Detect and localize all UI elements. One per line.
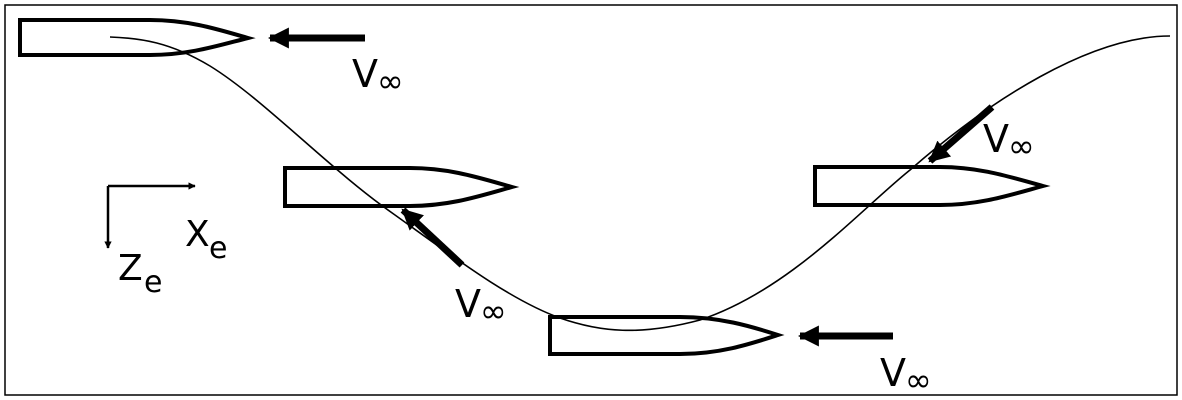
velocity-label-1: V ∞ bbox=[352, 52, 404, 100]
velocity-label-3: V ∞ bbox=[983, 117, 1035, 165]
trajectory-curve bbox=[109, 35, 1171, 332]
x-axis-label: X e bbox=[185, 214, 227, 266]
coordinate-axes: X e Z e bbox=[104, 182, 227, 300]
velocity-label-4-main: V bbox=[880, 351, 906, 395]
velocity-arrow-3 bbox=[927, 104, 995, 164]
velocity-label-1-main: V bbox=[352, 52, 378, 96]
velocity-label-2: V ∞ bbox=[455, 282, 507, 330]
velocity-label-4-sub: ∞ bbox=[905, 361, 932, 399]
hull-3 bbox=[813, 165, 1051, 207]
figure-border bbox=[4, 4, 1178, 396]
velocity-label-3-main: V bbox=[983, 117, 1009, 161]
velocity-label-3-sub: ∞ bbox=[1008, 127, 1035, 165]
velocity-label-1-sub: ∞ bbox=[377, 62, 404, 100]
z-axis-label-sub: e bbox=[144, 265, 162, 300]
hull-2 bbox=[283, 166, 520, 208]
hull-4 bbox=[548, 315, 785, 356]
velocity-label-2-sub: ∞ bbox=[480, 292, 507, 330]
x-axis-label-main: X bbox=[185, 214, 210, 255]
z-axis-label-main: Z bbox=[118, 248, 143, 289]
velocity-label-4: V ∞ bbox=[880, 351, 932, 399]
z-axis-label: Z e bbox=[118, 248, 162, 300]
x-axis-label-sub: e bbox=[209, 231, 227, 266]
velocity-label-2-main: V bbox=[455, 282, 481, 326]
velocity-arrow-2 bbox=[400, 207, 465, 268]
hull-1 bbox=[18, 18, 256, 57]
